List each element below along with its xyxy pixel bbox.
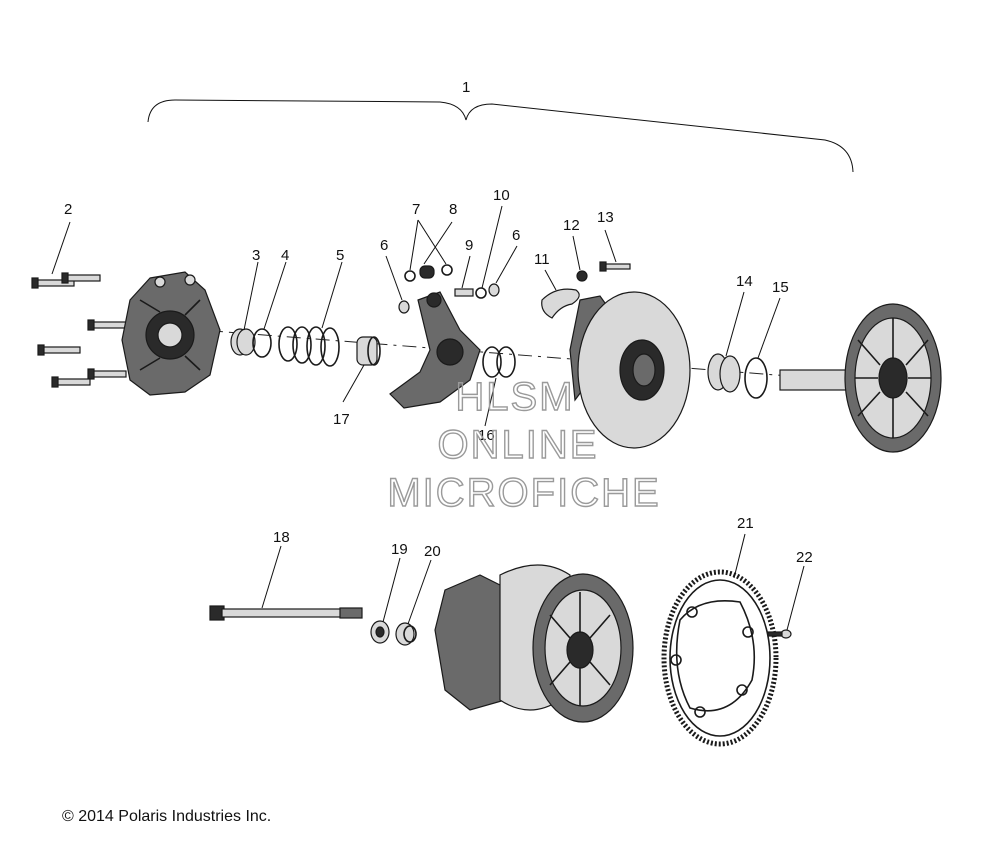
gear-screw [767, 629, 792, 639]
moveable-sheave [569, 291, 691, 449]
callout-19: 19 [391, 541, 408, 558]
fixed-sheave [779, 303, 942, 453]
callout-21: 21 [737, 515, 754, 532]
callout-13: 13 [597, 209, 614, 226]
bushing [230, 328, 256, 356]
washer-8 [441, 264, 453, 276]
callout-15: 15 [772, 279, 789, 296]
long-bolt [599, 261, 631, 272]
bearing-ring [744, 357, 768, 399]
spacer-20 [395, 622, 417, 646]
spider-arm [389, 291, 481, 409]
callout-10: 10 [493, 187, 510, 204]
watermark: HLSM ONLINE MICROFICHE [387, 374, 660, 515]
pin-8 [419, 265, 435, 279]
pin-9 [454, 288, 474, 297]
watermark-line-1: HLSM [455, 375, 574, 419]
watermark-line-3: MICROFICHE [387, 471, 660, 515]
assembly-bracket [147, 99, 854, 173]
callout-5: 5 [336, 247, 344, 264]
washer-19 [370, 620, 390, 644]
callout-16: 16 [478, 427, 495, 444]
snap-ring [252, 328, 272, 358]
callout-2: 2 [64, 201, 72, 218]
nut [576, 270, 588, 282]
callout-1: 1 [462, 79, 470, 96]
callout-11: 11 [534, 251, 550, 268]
copyright-notice: © 2014 Polaris Industries Inc. [62, 808, 272, 825]
callout-22: 22 [796, 549, 813, 566]
callout-20: 20 [424, 543, 441, 560]
clutch-bolt [209, 605, 363, 621]
bolt-set [31, 272, 127, 388]
callout-6-right: 6 [512, 227, 520, 244]
callout-3: 3 [252, 247, 260, 264]
callout-18: 18 [273, 529, 290, 546]
callout-4: 4 [281, 247, 289, 264]
callout-numbers: 1 2 3 4 5 6 7 8 9 10 6 11 12 13 14 15 17… [64, 79, 813, 566]
sleeve-bushing [356, 336, 381, 366]
callout-14: 14 [736, 273, 753, 290]
callout-6-left: 6 [380, 237, 388, 254]
callout-17: 17 [333, 411, 350, 428]
washer-7 [404, 270, 416, 282]
o-ring-pair [482, 346, 516, 378]
callout-9: 9 [465, 237, 473, 254]
callout-12: 12 [563, 217, 580, 234]
ring-gear [661, 569, 779, 747]
roller-right [488, 283, 500, 297]
leader-lines [51, 205, 805, 631]
callout-7: 7 [412, 201, 420, 218]
callout-8: 8 [449, 201, 457, 218]
flyweight [541, 288, 580, 319]
washer-10 [475, 287, 487, 299]
watermark-line-2: ONLINE [438, 423, 599, 467]
spring [278, 326, 340, 367]
assembled-clutch [434, 564, 634, 723]
bearing-sleeve [707, 353, 741, 393]
roller-left [398, 300, 410, 314]
clutch-cover [121, 271, 221, 396]
